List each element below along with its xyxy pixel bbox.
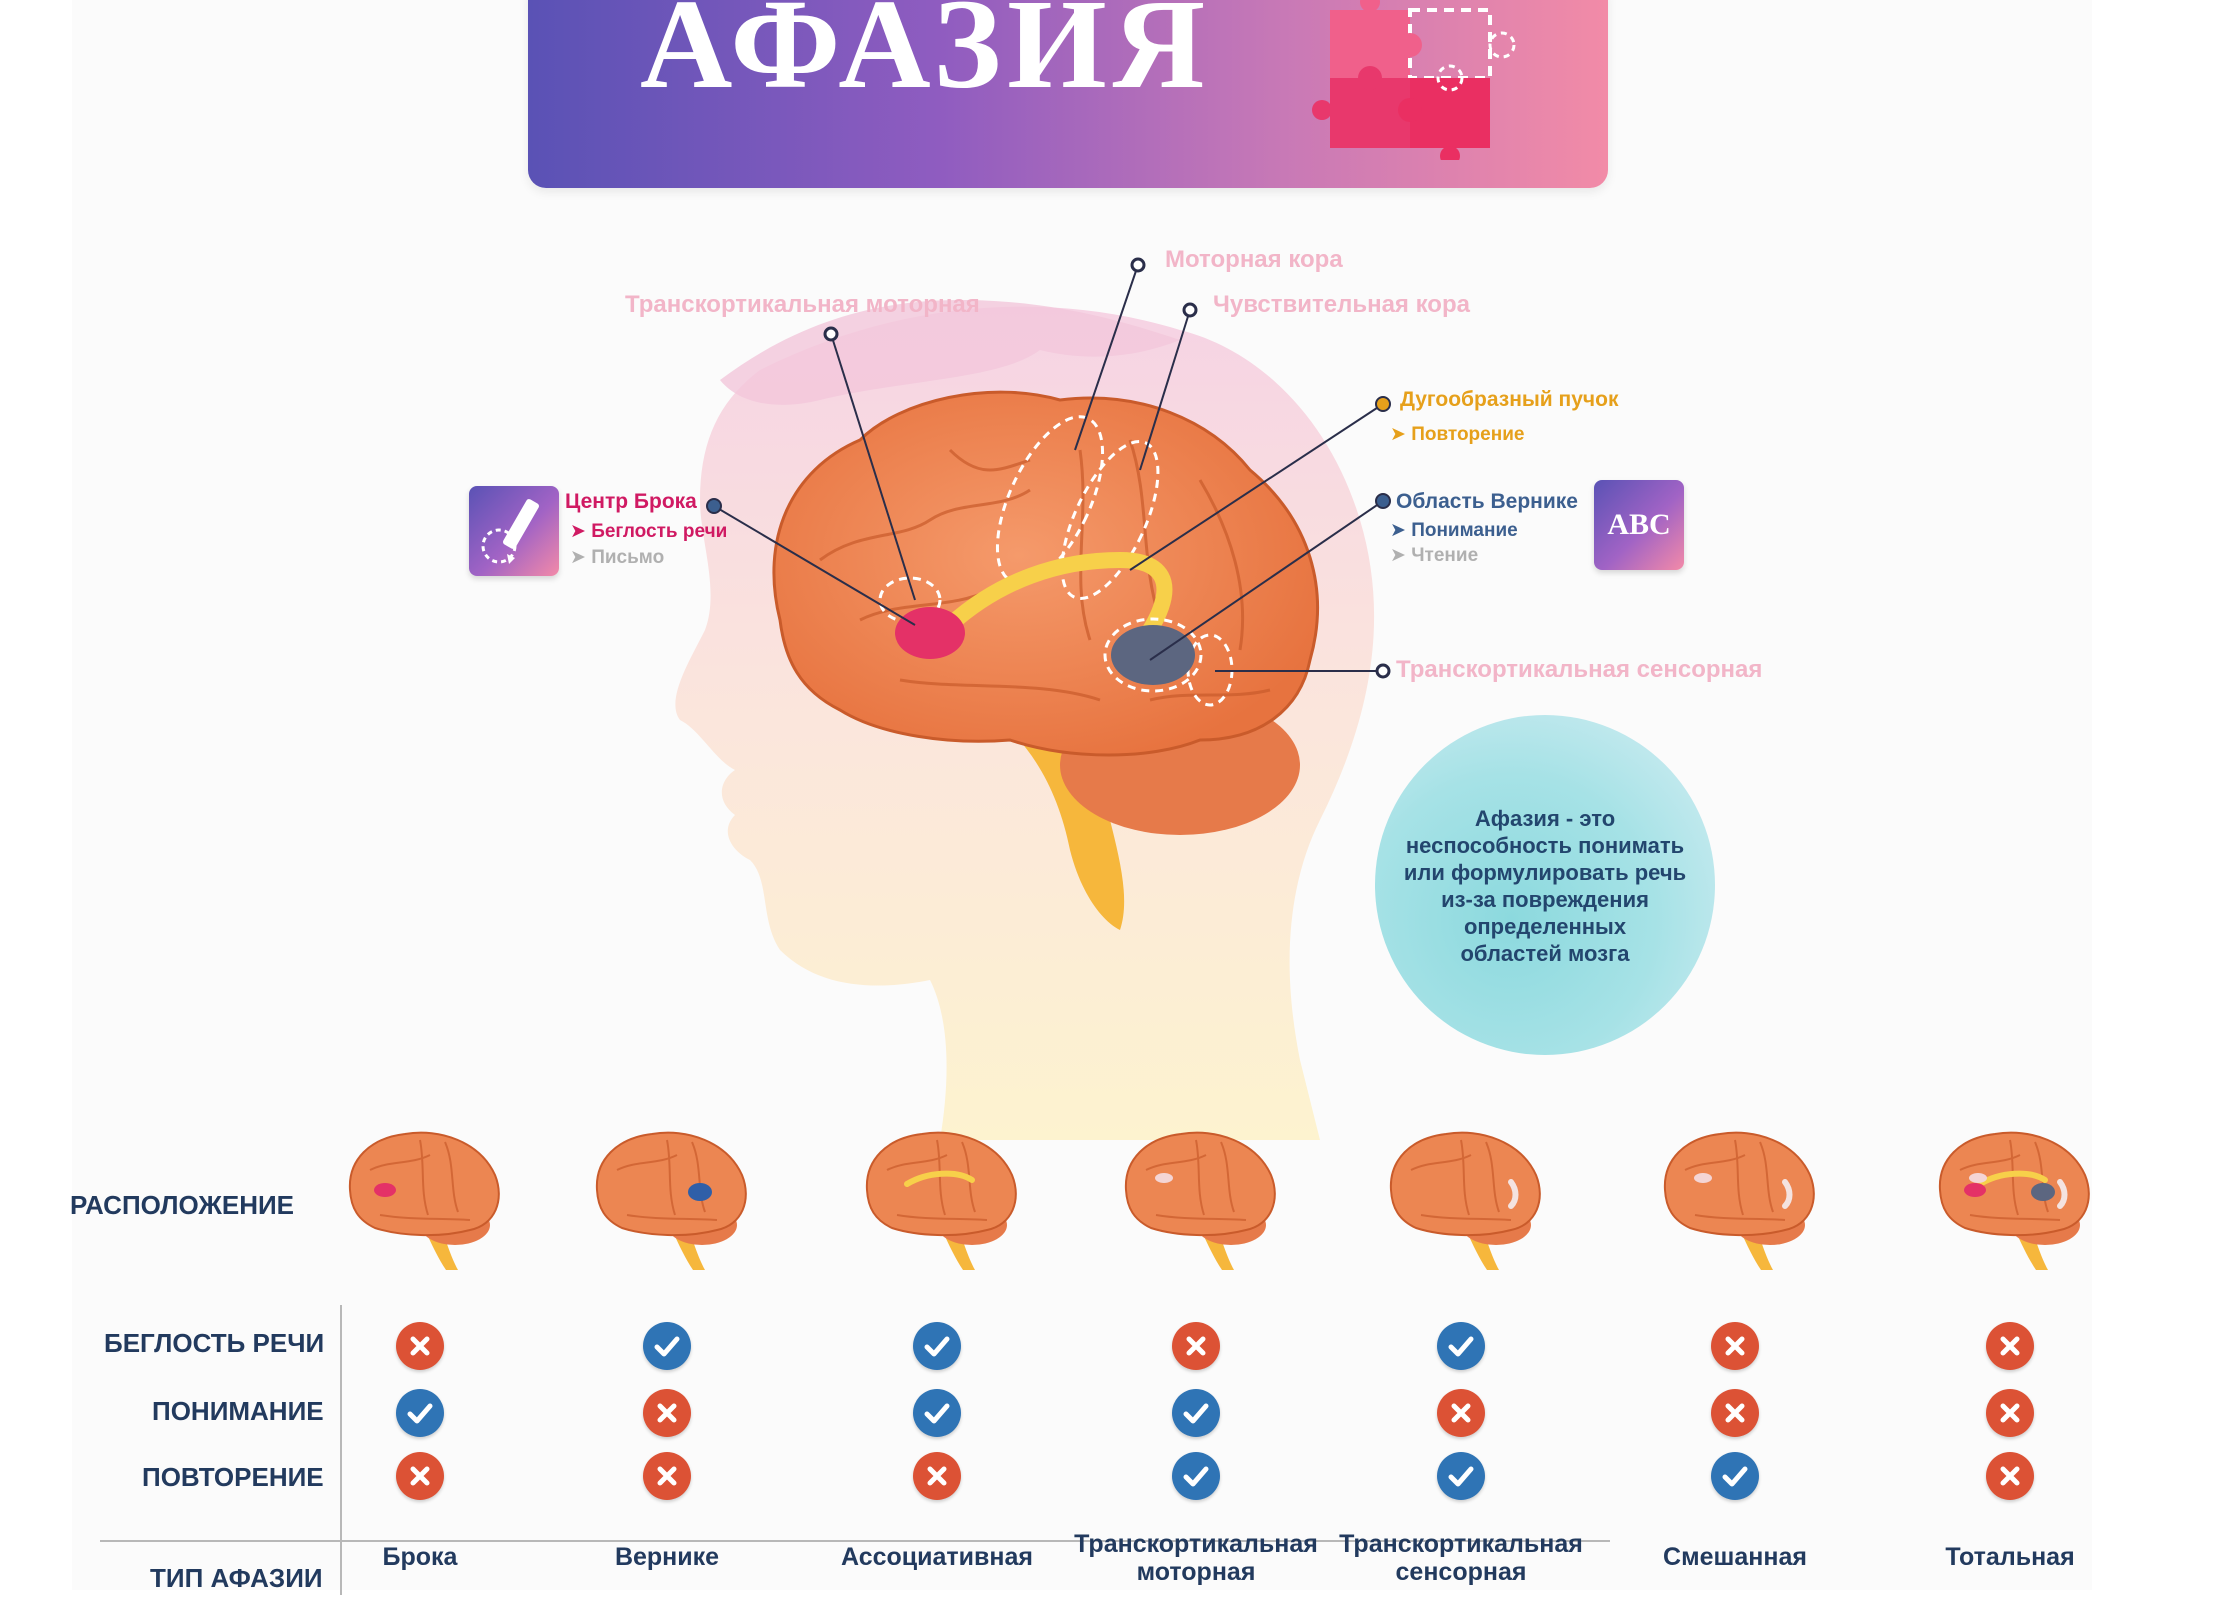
transcortical-motor-label: Транскортикальная моторная (625, 291, 980, 318)
wernicke-sub-reading: ➤ Чтение (1390, 545, 1479, 566)
definition-circle (1375, 715, 1715, 1055)
mini-brain-icon (1645, 1120, 1825, 1280)
wernicke-sub-comprehension: ➤ Понимание (1390, 520, 1518, 541)
check-icon (1711, 1452, 1759, 1500)
mini-brain-icon (1371, 1120, 1551, 1280)
aphasia-type-label: Транскортикальная сенсорная (1339, 1530, 1583, 1586)
sensory-cortex-label: Чувствительная кора (1213, 291, 1470, 318)
mini-brain-icon (1106, 1120, 1286, 1280)
mini-brain-icon (330, 1120, 510, 1280)
aphasia-type-label: Ассоциативная (840, 1543, 1034, 1571)
broca-sub-writing: ➤ Письмо (570, 547, 665, 568)
cross-icon (1711, 1389, 1759, 1437)
row-label-comprehension: ПОНИМАНИЕ (152, 1396, 324, 1426)
broca-area (895, 607, 965, 659)
row-label-location: РАСПОЛОЖЕНИЕ (70, 1190, 294, 1220)
cross-icon (1986, 1389, 2034, 1437)
definition-text: Афазия - это неспособность понимать или … (1403, 806, 1687, 966)
cross-icon (396, 1322, 444, 1370)
transcortical-sensory-label: Транскортикальная сенсорная (1396, 656, 1763, 683)
arcuate-fasciculus (942, 551, 1173, 638)
page-title: АФАЗИЯ (640, 0, 1212, 115)
cross-icon (1437, 1389, 1485, 1437)
aphasia-type-label: Тотальная (1945, 1543, 2075, 1571)
cross-icon (1172, 1322, 1220, 1370)
mini-brain-icon (847, 1120, 1027, 1280)
cross-icon (1711, 1322, 1759, 1370)
table-horizontal-divider (100, 1540, 1610, 1542)
broca-sub-fluency: ➤ Беглость речи (570, 521, 728, 542)
aphasia-type-label: Вернике (614, 1543, 720, 1571)
row-label-type: ТИП АФАЗИИ (150, 1563, 323, 1593)
aphasia-type-label: Брока (382, 1543, 458, 1571)
cross-icon (396, 1452, 444, 1500)
check-icon (913, 1389, 961, 1437)
wernicke-label: Область Вернике (1396, 490, 1578, 513)
check-icon (1172, 1389, 1220, 1437)
cross-icon (643, 1389, 691, 1437)
mini-brain-icon (577, 1120, 757, 1280)
check-icon (643, 1322, 691, 1370)
cross-icon (1986, 1322, 2034, 1370)
puzzle-icon (1312, 0, 1516, 160)
arcuate-label: Дугообразный пучок (1400, 388, 1619, 411)
hair-shape (720, 300, 1180, 405)
check-icon (396, 1389, 444, 1437)
table-vertical-divider (340, 1305, 342, 1595)
motor-cortex-label: Моторная кора (1165, 246, 1343, 273)
check-icon (1437, 1452, 1485, 1500)
aphasia-type-label: Транскортикальная моторная (1074, 1530, 1318, 1586)
transcortical-motor-region (878, 576, 942, 624)
brain-stem (1010, 730, 1125, 930)
arcuate-sub-label: ➤ Повторение (1390, 424, 1525, 445)
aphasia-type-label: Смешанная (1663, 1543, 1807, 1571)
abc-icon-text: ABC (1607, 508, 1671, 541)
sensory-cortex-region (1060, 440, 1160, 600)
cross-icon (643, 1452, 691, 1500)
pencil-icon (469, 486, 559, 576)
abc-icon: ABC (1594, 480, 1684, 570)
broca-label: Центр Брока (565, 490, 697, 513)
cross-icon (913, 1452, 961, 1500)
check-icon (1437, 1322, 1485, 1370)
row-label-fluency: БЕГЛОСТЬ РЕЧИ (104, 1328, 325, 1358)
wernicke-area (1111, 625, 1195, 685)
check-icon (1172, 1452, 1220, 1500)
check-icon (913, 1322, 961, 1370)
cross-icon (1986, 1452, 2034, 1500)
row-label-repetition: ПОВТОРЕНИЕ (142, 1462, 324, 1492)
mini-brain-icon (1920, 1120, 2100, 1280)
